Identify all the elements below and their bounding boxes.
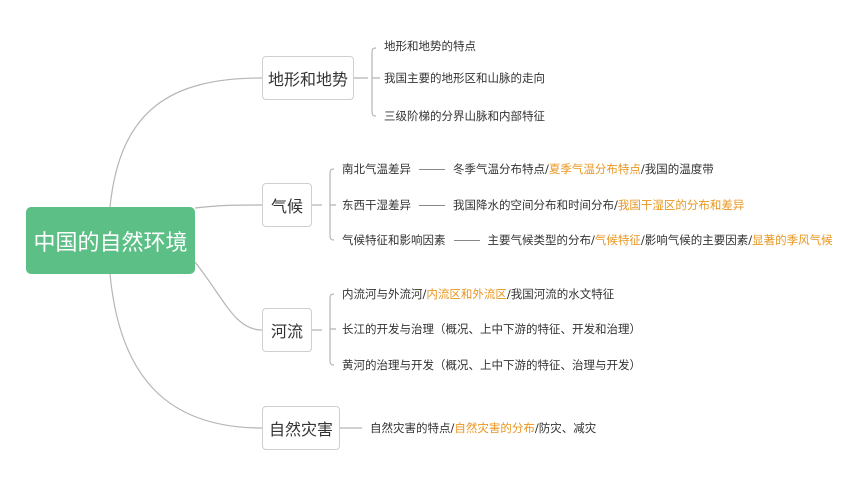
disaster-item-1-highlight: 自然灾害的分布 [454, 421, 535, 435]
climate-item-2-dash [419, 205, 445, 206]
branch-disaster[interactable]: 自然灾害 [262, 406, 340, 450]
connector-climate-items [312, 168, 336, 241]
climate-item-3-highlight-1: 气候特征 [594, 233, 641, 247]
climate-item-1: 南北气温差异 冬季气温分布特点/夏季气温分布特点/我国的温度带 [342, 161, 714, 177]
root-node[interactable]: 中国的自然环境 [26, 207, 195, 274]
terrain-item-2-text: 我国主要的地形区和山脉的走向 [384, 71, 545, 85]
river-item-1-part-3: /我国河流的水文特征 [506, 287, 615, 301]
branch-climate-label: 气候 [270, 197, 303, 216]
climate-item-2: 东西干湿差异 我国降水的空间分布和时间分布/我国干湿区的分布和差异 [342, 197, 744, 213]
river-item-1-highlight: 内流区和外流区 [426, 287, 507, 301]
climate-item-1-part-3: /我国的温度带 [640, 162, 714, 176]
climate-item-3-dash [453, 240, 480, 241]
river-item-3: 黄河的治理与开发（概况、上中下游的特征、治理与开发） [342, 357, 641, 373]
climate-item-2-highlight: 我国干湿区的分布和差异 [617, 198, 745, 212]
connector-root-river [194, 261, 263, 331]
climate-item-3-label: 气候特征和影响因素 [342, 233, 446, 247]
connector-river-items [312, 293, 336, 366]
terrain-item-3: 三级阶梯的分界山脉和内部特征 [384, 108, 545, 124]
climate-item-2-part-1: 我国降水的空间分布和时间分布/ [453, 198, 618, 212]
disaster-item-1-part-1: 自然灾害的特点/ [370, 421, 455, 435]
branch-river-label: 河流 [270, 322, 303, 341]
disaster-item-1: 自然灾害的特点/自然灾害的分布/防灾、减灾 [370, 420, 596, 436]
connector-terrain-items [354, 47, 380, 117]
river-item-2-text: 长江的开发与治理（概况、上中下游的特征、开发和治理） [342, 322, 641, 336]
branch-disaster-label: 自然灾害 [268, 420, 333, 439]
river-item-1-part-1: 内流河与外流河/ [342, 287, 427, 301]
connector-root-climate [194, 204, 263, 209]
climate-item-3-part-1: 主要气候类型的分布/ [487, 233, 595, 247]
terrain-item-3-text: 三级阶梯的分界山脉和内部特征 [384, 109, 545, 123]
climate-item-2-label: 东西干湿差异 [342, 198, 411, 212]
climate-item-1-highlight: 夏季气温分布特点 [548, 162, 641, 176]
branch-climate[interactable]: 气候 [262, 183, 312, 227]
climate-item-1-dash [419, 169, 445, 170]
branch-terrain[interactable]: 地形和地势 [262, 56, 354, 100]
river-item-3-text: 黄河的治理与开发（概况、上中下游的特征、治理与开发） [342, 358, 641, 372]
climate-item-1-part-1: 冬季气温分布特点/ [453, 162, 549, 176]
connector-root-terrain [109, 77, 263, 208]
climate-item-3-part-3: /影响气候的主要因素/ [640, 233, 753, 247]
branch-terrain-label: 地形和地势 [267, 70, 348, 89]
climate-item-1-label: 南北气温差异 [342, 162, 411, 176]
connector-root-disaster [109, 273, 263, 429]
terrain-item-1-text: 地形和地势的特点 [384, 39, 476, 53]
climate-item-3-highlight-2: 显著的季风气候 [752, 233, 833, 247]
root-label: 中国的自然环境 [33, 230, 188, 256]
disaster-item-1-part-3: /防灾、减灾 [534, 421, 597, 435]
river-item-2: 长江的开发与治理（概况、上中下游的特征、开发和治理） [342, 321, 641, 337]
terrain-item-1: 地形和地势的特点 [384, 38, 476, 54]
terrain-item-2: 我国主要的地形区和山脉的走向 [384, 70, 545, 86]
climate-item-3: 气候特征和影响因素 主要气候类型的分布/气候特征/影响气候的主要因素/显著的季风气… [342, 232, 833, 248]
river-item-1: 内流河与外流河/内流区和外流区/我国河流的水文特征 [342, 286, 614, 302]
branch-river[interactable]: 河流 [262, 308, 312, 352]
